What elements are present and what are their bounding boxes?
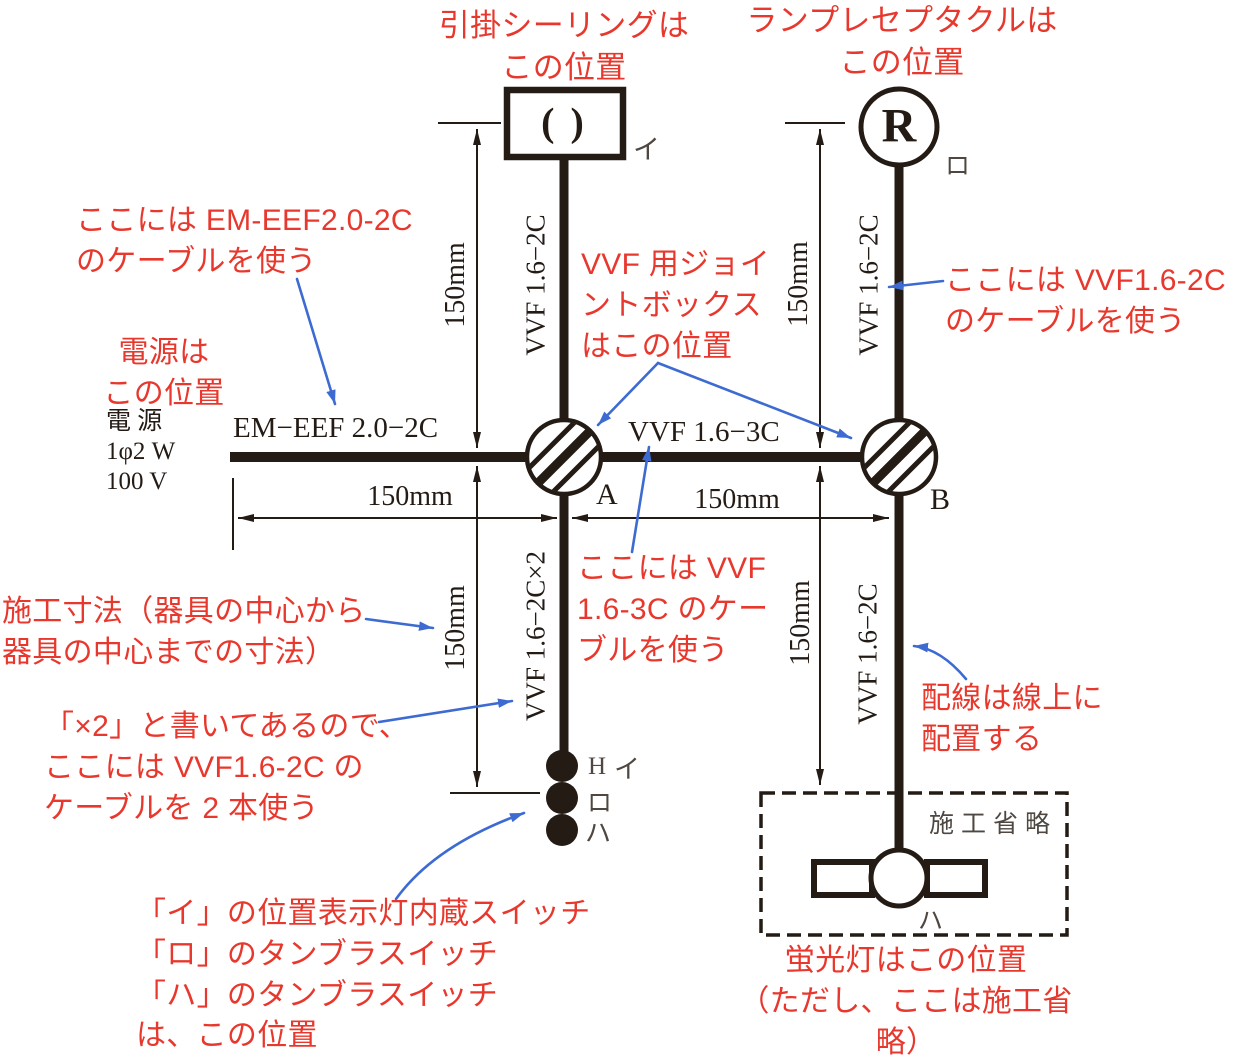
dim-150mm-bottom-left: 150mm: [440, 585, 471, 671]
power-source-label: 電 源 1φ2 W 100 V: [106, 408, 176, 495]
omission-label: 施工省略: [929, 811, 1058, 838]
arrow-vvf2c-right: [887, 279, 945, 291]
switch-mark-ro: ロ: [587, 790, 613, 817]
dim-150mm-top-right: 150mm: [783, 241, 814, 327]
dimension-lines: [238, 129, 889, 787]
callout-vvf2c-cable: ここには VVF1.6-2C のケーブルを使う: [945, 264, 1226, 338]
arrow-em-eef: [295, 277, 337, 406]
callout-x2-note: 「×2」と書いてあるので、 ここには VVF1.6-2C の ケーブルを 2 本…: [44, 710, 410, 825]
switch-ro-dot: [546, 782, 578, 814]
switch-symbols: [546, 750, 578, 846]
callout-wiring-note: 配線は線上に 配置する: [921, 682, 1103, 756]
ceiling-rose-symbol: [503, 86, 627, 161]
callout-vvf3c-cable: ここには VVF 1.6-3C のケー ブルを使う: [577, 552, 769, 667]
dim-150mm-horizontal-right: 150mm: [694, 484, 780, 515]
arrow-joint-box-a: [596, 361, 660, 427]
switch-mark-ha: ハ: [585, 819, 612, 848]
arrow-switch-note: [394, 811, 526, 901]
callout-switches-position: 「イ」の位置表示灯内蔵スイッチ 「ロ」のタンブラスイッチ 「ハ」のタンブラスイッ…: [136, 897, 591, 1053]
fluorescent-light-symbol: [811, 847, 988, 909]
vvf2c-label-top-left: VVF 1.6−2C: [520, 214, 551, 356]
dim-150mm-bottom-right: 150mm: [785, 580, 816, 666]
callout-em-eef-cable: ここには EM-EEF2.0-2C のケーブルを使う: [76, 204, 413, 278]
vvf3c-cable-label: VVF 1.6−3C: [628, 416, 780, 448]
ceiling-rose-glyph: ( ): [541, 99, 587, 145]
joint-box-a-symbol: [519, 410, 611, 502]
vvf2c-x2-label: VVF 1.6−2C×2: [520, 551, 551, 721]
callout-joint-box-position: VVF 用ジョイ ントボックス はこの位置: [581, 248, 771, 363]
dim-150mm-top-left: 150mm: [440, 242, 471, 328]
lamp-mark-ro: ロ: [945, 153, 971, 180]
dim-150mm-horizontal-left: 150mm: [367, 481, 453, 512]
arrow-x2-note: [377, 698, 514, 724]
callout-receptacle-position: ランプレセプタクルは この位置: [746, 3, 1058, 81]
callout-fluorescent-position: 蛍光灯はこの位置 （ただし、ここは施工省略）: [739, 944, 1073, 1059]
switch-i-dot: [546, 750, 578, 782]
arrow-vvf3c: [630, 445, 652, 554]
omission-dashed-box: [759, 791, 1069, 937]
joint-box-b-label: B: [930, 483, 951, 516]
arrow-joint-box-b: [656, 361, 853, 440]
joint-box-b-symbol: [854, 410, 946, 502]
dimension-ticks: [232, 122, 845, 794]
ceiling-mark-i: イ: [633, 135, 660, 165]
lamp-receptacle-glyph: R: [881, 99, 917, 153]
switch-mark-i: イ: [614, 755, 641, 784]
vvf2c-label-top-right: VVF 1.6−2C: [853, 214, 884, 356]
callout-dimension-note: 施工寸法（器具の中心から 器具の中心までの寸法）: [2, 595, 366, 669]
lamp-receptacle-symbol: [858, 86, 940, 168]
callout-ceiling-position: 引掛シーリングは この位置: [438, 8, 690, 86]
arrow-wiring-note: [912, 642, 968, 681]
callout-arrows: [295, 277, 968, 901]
joint-box-a-label: A: [596, 478, 618, 511]
switch-h-label: H: [588, 753, 607, 780]
em-cable-label: EM−EEF 2.0−2C: [233, 412, 439, 444]
switch-ha-dot: [546, 814, 578, 846]
callout-power-position: 電源は この位置: [103, 336, 225, 410]
vvf2c-label-bottom-right: VVF 1.6−2C: [852, 583, 883, 725]
fluorescent-mark-ha: ハ: [918, 908, 944, 935]
arrow-dimension-note: [364, 617, 435, 631]
